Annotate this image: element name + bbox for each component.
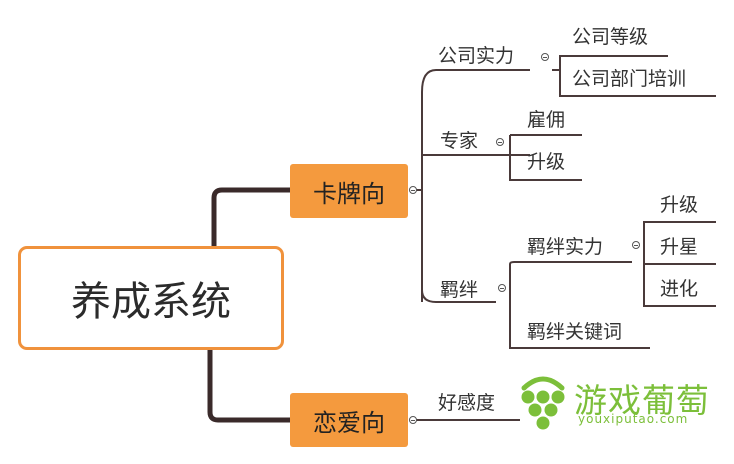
node-bond[interactable]: 羁绊: [440, 279, 479, 301]
link-bond: [421, 289, 496, 303]
node-expert-upgrade[interactable]: 升级: [527, 151, 566, 173]
node-bond-evolve[interactable]: 进化: [660, 278, 699, 300]
collapse-bond-strength-icon[interactable]: [632, 241, 640, 249]
grape-logo-icon: [521, 376, 565, 430]
link-bond-upgrade: [643, 221, 716, 245]
root-node[interactable]: 养成系统: [18, 246, 284, 350]
node-company-strength[interactable]: 公司实力: [438, 45, 515, 67]
collapse-card-icon[interactable]: [409, 186, 417, 194]
trunk-to-card: [211, 187, 290, 246]
node-bond-upgrade[interactable]: 升级: [660, 194, 699, 216]
link-company-training: [559, 56, 716, 97]
watermark: 游戏葡萄 youxiputao.com: [516, 372, 716, 432]
collapse-expert-icon[interactable]: [496, 138, 504, 146]
watermark-url: youxiputao.com: [578, 412, 689, 426]
node-affection[interactable]: 好感度: [438, 392, 496, 414]
branch-love[interactable]: 恋爱向: [290, 393, 408, 447]
node-company-training[interactable]: 公司部门培训: [572, 68, 687, 90]
collapse-bond-icon[interactable]: [498, 284, 506, 292]
node-bond-strength[interactable]: 羁绊实力: [527, 236, 604, 258]
node-hire[interactable]: 雇佣: [527, 109, 566, 131]
link-bond-keyword: [509, 302, 650, 349]
link-expert-upgrade: [509, 135, 582, 181]
collapse-love-icon[interactable]: [409, 416, 417, 424]
node-bond-keyword[interactable]: 羁绊关键词: [527, 321, 623, 343]
link-company-strength: [421, 69, 530, 93]
watermark-title: 游戏葡萄: [574, 381, 710, 420]
link-bond-evolve: [643, 245, 716, 307]
collapse-company-strength-icon[interactable]: [541, 53, 549, 61]
trunk-to-love: [207, 350, 290, 423]
branch-card[interactable]: 卡牌向: [290, 164, 408, 218]
card-spine: [410, 92, 423, 302]
node-bond-star[interactable]: 升星: [660, 236, 699, 258]
node-expert[interactable]: 专家: [440, 130, 479, 152]
node-company-level[interactable]: 公司等级: [572, 26, 649, 48]
link-bond-spine: [509, 261, 632, 302]
